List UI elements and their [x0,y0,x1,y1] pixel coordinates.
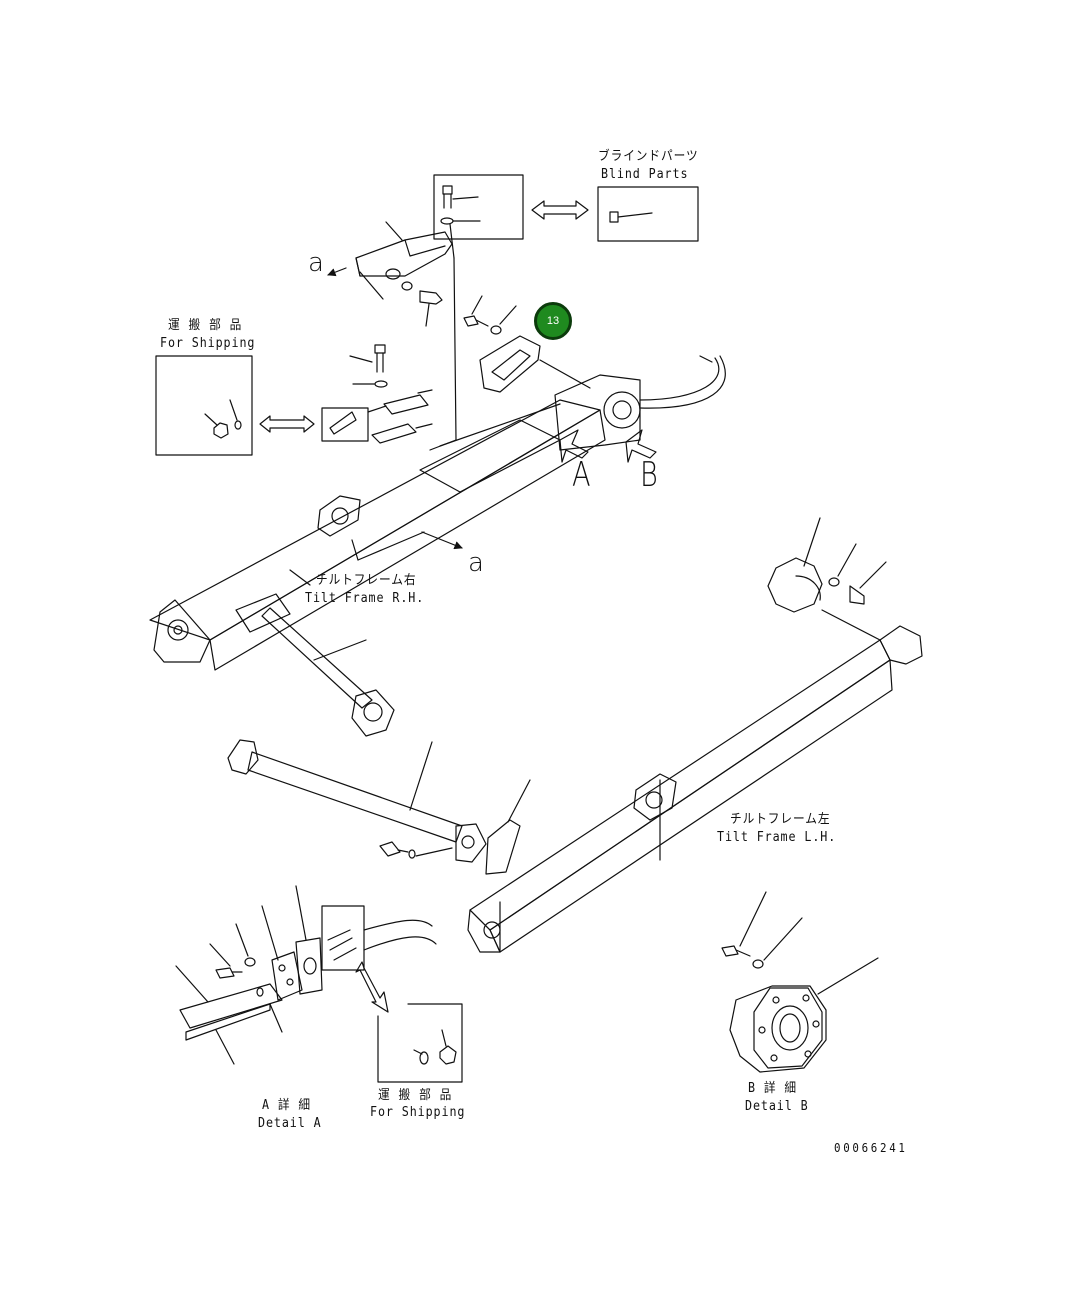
bracket-part [479,335,591,393]
arrow-b-shape [625,429,657,463]
arrow-a-label: A [572,455,591,495]
shipping-label-bottom-en: For Shipping [370,1105,466,1120]
small-bolts [463,295,517,335]
tilt-frame-lh-label-en: Tilt Frame L.H. [717,830,837,845]
detail-a-drawing [175,885,463,1083]
tilt-frame-rh [149,355,726,671]
double-arrow-top [531,200,589,220]
blind-parts-label-jp: ブラインドパーツ [598,149,699,164]
callout-number: 13 [546,315,560,327]
blind-parts-box [597,186,699,242]
sensor-bolt [349,344,433,444]
detail-a-label-en: Detail A [258,1116,322,1131]
detail-a-label-jp: A 詳 細 [262,1098,312,1113]
tilt-frame-rh-label-jp: チルトフレーム右 [316,573,417,588]
arrow-b-label: B [640,455,658,495]
detail-b-label-jp: B 詳 細 [748,1081,798,1096]
shipping-label-bottom-jp: 運 搬 部 品 [378,1088,453,1103]
drawing-number: 00066241 [834,1141,908,1155]
cross-tube-lower [227,739,487,863]
detail-b-label-en: Detail B [745,1099,809,1114]
view-a-lower-label: a [468,548,484,578]
bolt-washer-box [433,174,524,259]
cross-tube-upper [261,607,395,737]
shipping-box-left [155,355,369,456]
blind-parts-label-en: Blind Parts [601,167,689,182]
tilt-frame-lh-label-jp: チルトフレーム左 [730,812,831,827]
detail-b-drawing [721,891,879,1073]
view-a-upper-label: a [308,248,324,278]
callout-13-button[interactable]: 13 [534,302,572,340]
tilt-frame-lh [467,625,923,953]
shipping-label-top-en: For Shipping [160,336,256,351]
gasket-plate [485,779,531,875]
arrow-a-shape [559,429,589,463]
shipping-label-top-jp: 運 搬 部 品 [168,318,243,333]
flange-right-upper [767,517,887,641]
tilt-frame-rh-label-en: Tilt Frame R.H. [305,591,425,606]
